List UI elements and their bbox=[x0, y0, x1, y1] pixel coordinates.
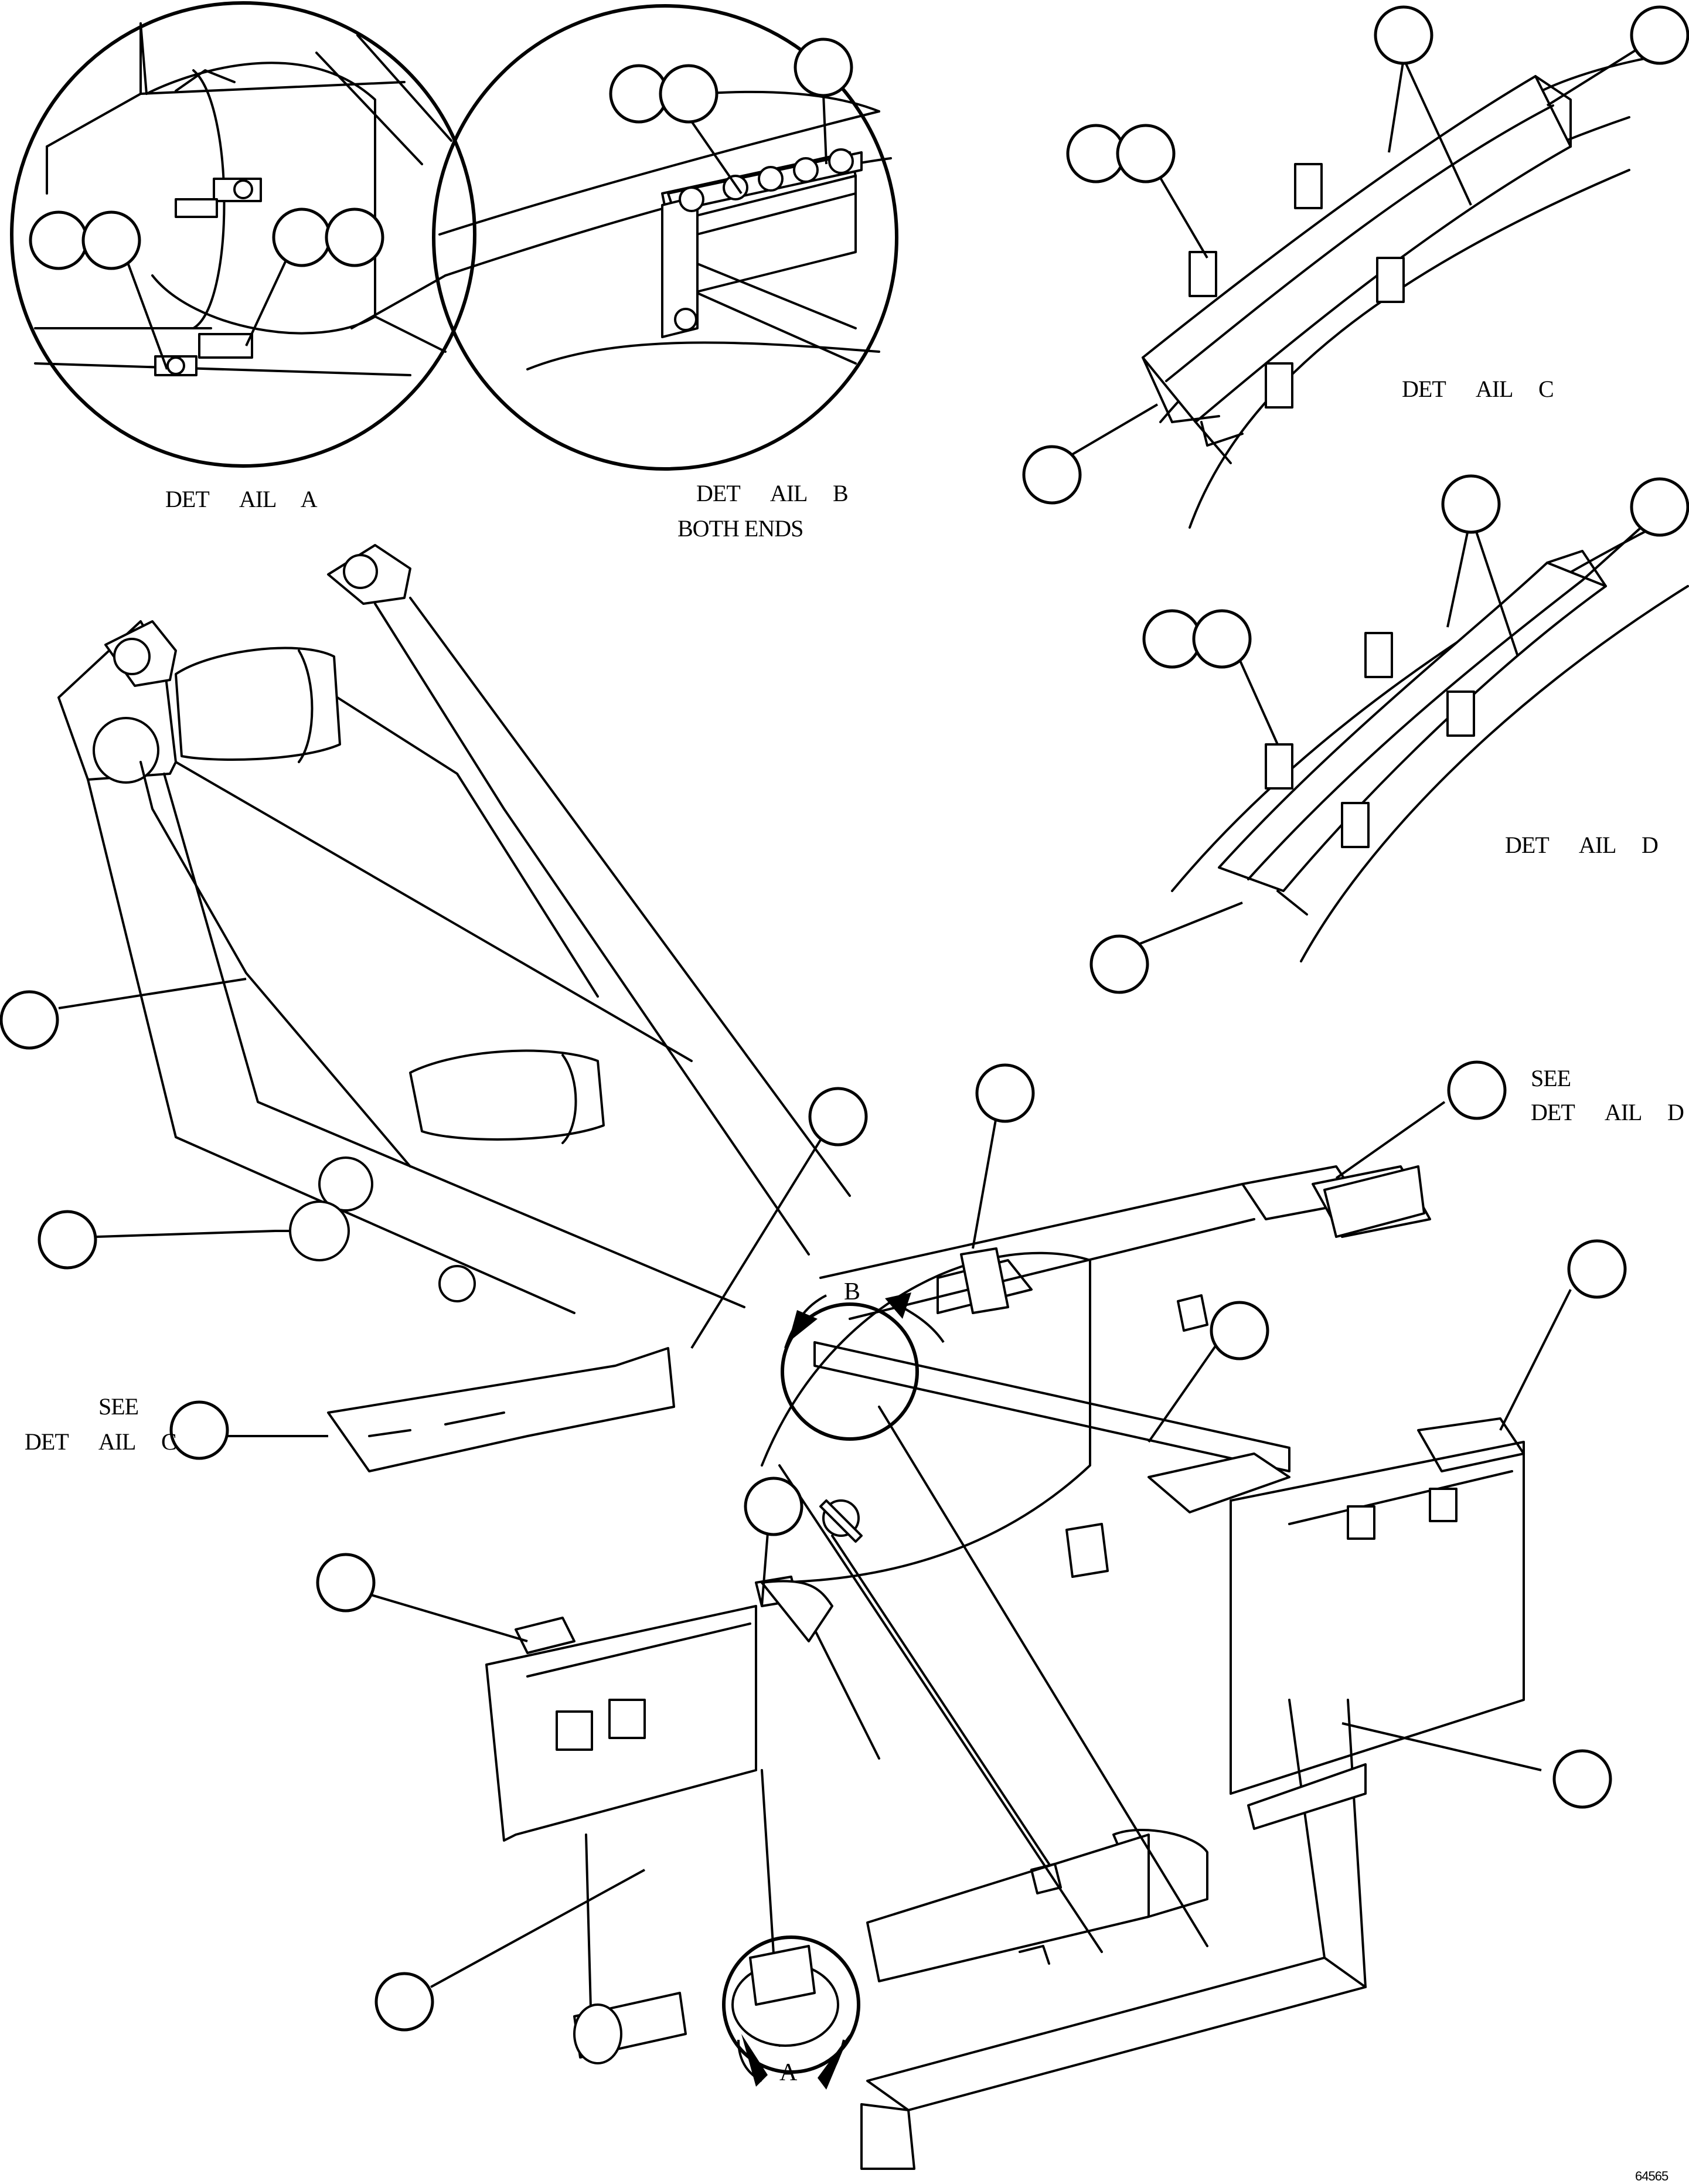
detail-a-caption: DET AIL A bbox=[165, 486, 318, 512]
callout-balloon bbox=[659, 64, 718, 124]
callout-balloon bbox=[0, 990, 59, 1050]
detail-c-view bbox=[1142, 52, 1677, 529]
detail-d-caption: DET AIL D bbox=[1505, 832, 1659, 858]
callout-balloon bbox=[1142, 609, 1202, 669]
callout-balloon bbox=[1116, 124, 1176, 183]
see-detail-d-see: SEE bbox=[1531, 1065, 1571, 1091]
callout-balloon bbox=[1447, 1060, 1507, 1120]
callout-balloon bbox=[374, 1972, 434, 2032]
detail-b-view bbox=[432, 4, 898, 471]
callout-balloon bbox=[1089, 934, 1149, 994]
callout-balloon bbox=[316, 1553, 376, 1613]
detail-d-view bbox=[1171, 515, 1689, 962]
callout-balloon bbox=[1374, 5, 1433, 65]
detail-b-caption: DET AIL B bbox=[696, 480, 849, 506]
see-detail-c-see: SEE bbox=[98, 1393, 139, 1420]
callout-balloon bbox=[1630, 5, 1689, 65]
callout-balloon bbox=[1192, 609, 1252, 669]
frame-assembly bbox=[327, 1165, 1525, 2170]
callout-balloon bbox=[975, 1063, 1035, 1123]
callout-balloon bbox=[609, 64, 669, 124]
callout-balloon bbox=[1552, 1749, 1612, 1809]
callout-balloon bbox=[81, 210, 141, 270]
callout-balloon bbox=[1210, 1301, 1269, 1360]
view-b-indicator bbox=[781, 1292, 945, 1441]
view-b-label: B bbox=[844, 1278, 860, 1305]
callout-balloon bbox=[169, 1400, 229, 1460]
detail-a-view bbox=[10, 1, 476, 468]
callout-balloon bbox=[1567, 1239, 1627, 1299]
callout-balloon bbox=[1441, 474, 1501, 534]
view-a-label: A bbox=[779, 2059, 797, 2086]
callout-balloons bbox=[0, 5, 1689, 2032]
detail-b-note: BOTH ENDS bbox=[677, 515, 803, 542]
callout-balloon bbox=[1022, 445, 1082, 505]
callout-balloon bbox=[38, 1210, 97, 1270]
callout-balloon bbox=[325, 207, 384, 267]
view-a-indicator bbox=[722, 1935, 860, 2090]
see-detail-c-caption: DET AIL C bbox=[25, 1428, 177, 1455]
see-detail-d-caption: DET AIL D bbox=[1531, 1099, 1684, 1125]
callout-balloon bbox=[744, 1477, 803, 1536]
callout-balloon bbox=[808, 1087, 868, 1147]
callout-balloon bbox=[1066, 124, 1126, 183]
figure-number: 64565 bbox=[1635, 2169, 1668, 2183]
callout-balloon bbox=[29, 210, 88, 270]
lift-arm-assembly bbox=[57, 544, 851, 1314]
callout-balloon bbox=[794, 38, 853, 97]
callout-balloon bbox=[1630, 477, 1689, 537]
detail-c-caption: DET AIL C bbox=[1402, 376, 1554, 402]
callout-balloon bbox=[272, 207, 332, 267]
